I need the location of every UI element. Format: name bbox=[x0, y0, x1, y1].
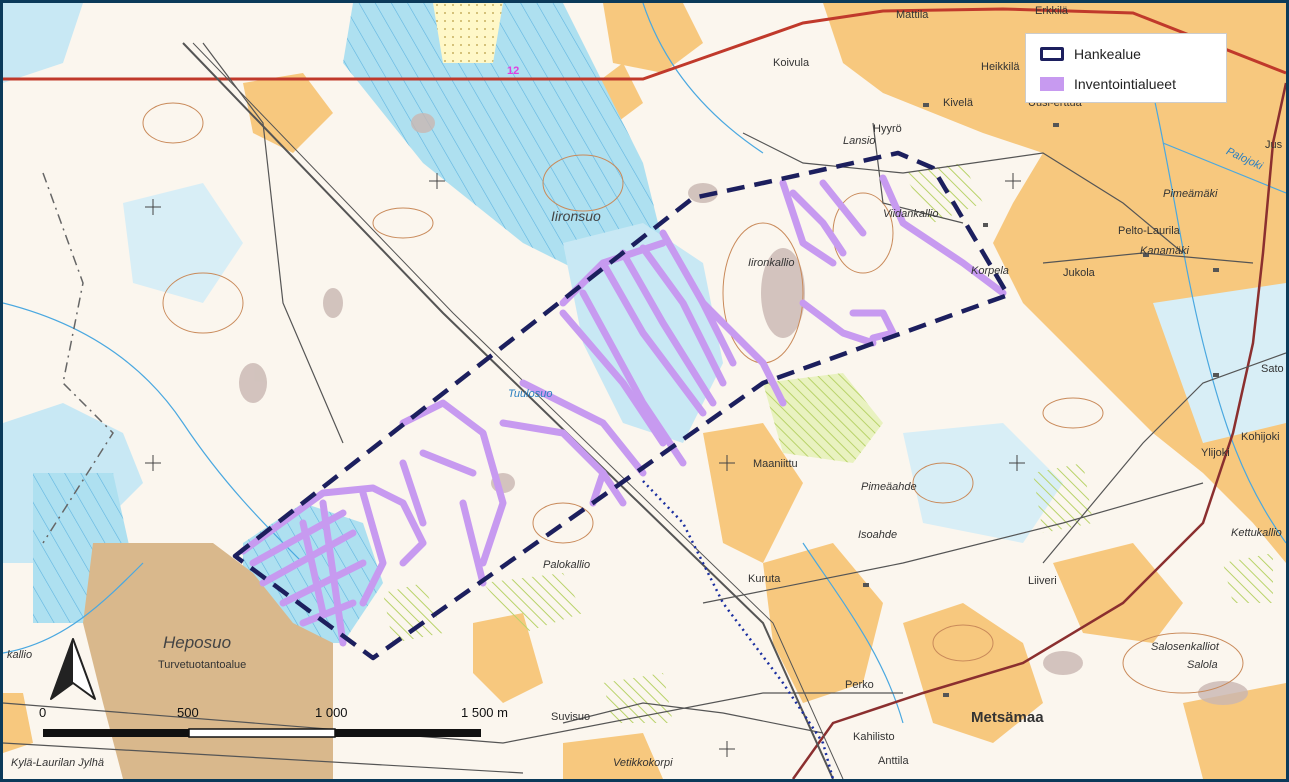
label-lansio: Lansio bbox=[843, 135, 876, 147]
admin-boundary bbox=[642, 480, 835, 779]
label-salola: Salola bbox=[1187, 659, 1218, 671]
inventory-areas bbox=[239, 174, 1007, 647]
field-areas bbox=[3, 3, 1286, 779]
label-pimeamaki: Pimeämäki bbox=[1163, 188, 1218, 200]
label-palokallio: Palokallio bbox=[543, 559, 591, 571]
label-iironkallio: Iironkallio bbox=[748, 257, 795, 269]
map-canvas[interactable] bbox=[3, 3, 1286, 779]
boundary-dashdot bbox=[42, 172, 114, 544]
label-kohijoki: Kohijoki bbox=[1241, 431, 1280, 443]
label-erkkila: Erkkilä bbox=[1035, 5, 1069, 17]
project-area-boundary bbox=[232, 150, 1011, 661]
legend-item-inventory: Inventointialueet bbox=[1040, 74, 1176, 94]
legend-item-project-area: Hankealue bbox=[1040, 44, 1141, 64]
label-heposuo: Heposuo bbox=[163, 633, 232, 652]
scale-label-500: 500 bbox=[177, 705, 199, 720]
label-hyyro: Hyyrö bbox=[873, 123, 902, 135]
label-maaniittu: Maaniittu bbox=[753, 458, 798, 470]
label-kyla-laurilan-jylha: Kylä-Laurilan Jylhä bbox=[11, 757, 104, 769]
label-metsamaa: Metsämaa bbox=[971, 709, 1044, 726]
label-jus: Jus bbox=[1265, 139, 1283, 151]
legend-symbol-outline bbox=[1040, 47, 1064, 61]
legend-label: Hankealue bbox=[1074, 46, 1141, 62]
label-road-12: 12 bbox=[507, 65, 520, 77]
label-iironsuo: Iironsuo bbox=[551, 208, 601, 224]
label-mattila: Mattila bbox=[896, 9, 929, 21]
scale-bar: 0 500 1 000 1 500 m bbox=[39, 705, 508, 745]
label-liiveri: Liiveri bbox=[1028, 575, 1057, 587]
label-kallio: kallio bbox=[7, 649, 33, 661]
label-koivula: Koivula bbox=[773, 57, 810, 69]
label-kanamaki: Kanamäki bbox=[1140, 245, 1189, 257]
label-kivela: Kivelä bbox=[943, 97, 973, 109]
legend-symbol-fill bbox=[1040, 77, 1064, 91]
label-kuruta: Kuruta bbox=[748, 573, 781, 585]
minor-roads bbox=[3, 42, 1286, 774]
label-pimeaahde: Pimeäahde bbox=[861, 481, 917, 493]
label-suvisuo: Suvisuo bbox=[551, 711, 591, 723]
legend-label: Inventointialueet bbox=[1074, 76, 1176, 92]
rock-patches bbox=[239, 113, 1248, 705]
label-vetikkokorpi: Vetikkokorpi bbox=[613, 757, 673, 769]
main-road-east bbox=[791, 82, 1286, 779]
label-jukola: Jukola bbox=[1063, 267, 1095, 279]
label-pelto-laurila: Pelto-Laurila bbox=[1118, 225, 1180, 237]
streams bbox=[3, 3, 1286, 724]
label-kahilisto: Kahilisto bbox=[853, 731, 895, 743]
label-sato: Sato bbox=[1261, 363, 1284, 375]
scale-bar-graphic bbox=[43, 728, 481, 738]
grid-crosses bbox=[145, 173, 1025, 757]
building-markers bbox=[863, 103, 1219, 697]
label-viidankallio: Viidankallio bbox=[883, 208, 939, 220]
label-anttila: Anttila bbox=[878, 755, 909, 767]
label-turvetuotantoalue: Turvetuotantoalue bbox=[158, 659, 247, 671]
meadow-patches bbox=[383, 163, 1273, 723]
contour-lines bbox=[142, 102, 1244, 694]
main-road-12 bbox=[3, 7, 1286, 81]
label-kettukallio: Kettukallio bbox=[1231, 527, 1282, 539]
label-heikkila: Heikkilä bbox=[981, 61, 1020, 73]
north-arrow-icon bbox=[50, 638, 96, 700]
scale-label-1000: 1 000 bbox=[315, 705, 348, 720]
railway bbox=[182, 42, 834, 779]
scale-label-1500: 1 500 m bbox=[461, 705, 508, 720]
map-legend: Hankealue Inventointialueet bbox=[1025, 33, 1227, 103]
label-isoahde: Isoahde bbox=[858, 529, 898, 541]
label-ylijoki: Ylijoki bbox=[1201, 447, 1230, 459]
peat-area bbox=[83, 543, 333, 779]
label-tuulosuo: Tuulosuo bbox=[508, 388, 553, 400]
label-perko: Perko bbox=[845, 679, 874, 691]
scale-label-0: 0 bbox=[39, 705, 47, 720]
label-korpela: Korpela bbox=[971, 265, 1009, 277]
label-salosenkalliot: Salosenkalliot bbox=[1151, 641, 1219, 653]
